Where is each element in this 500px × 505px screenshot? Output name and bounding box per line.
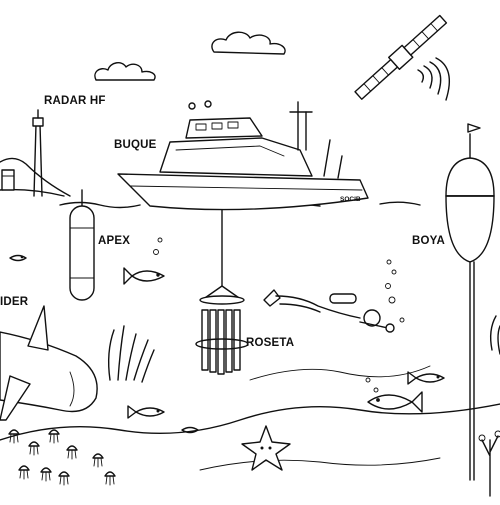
label-boat: BUQUE (114, 139, 157, 151)
label-glider: IDER (0, 296, 29, 308)
label-rosette: ROSETA (246, 337, 295, 349)
coast-with-radar (0, 109, 71, 197)
fish (407, 371, 445, 385)
boat-hull-tag: SOCIB (340, 196, 361, 203)
bubbles (153, 237, 405, 393)
satellite (354, 14, 450, 101)
rosette-sampler (195, 285, 249, 375)
fish (367, 391, 423, 413)
scuba-diver (263, 289, 395, 333)
starfish (241, 425, 291, 471)
fish-group (9, 254, 445, 434)
cloud-center (211, 31, 286, 55)
label-apex: APEX (98, 235, 131, 247)
fish (123, 267, 165, 285)
label-radar-hf: RADAR HF (44, 95, 106, 107)
seabed (0, 403, 500, 441)
research-vessel (117, 100, 369, 211)
ocean-glider (0, 305, 98, 421)
label-buoy: BOYA (412, 235, 445, 247)
seagrass (107, 315, 500, 383)
mooring-buoy (445, 123, 495, 481)
cloud-left (94, 62, 156, 81)
coral (478, 430, 500, 497)
apex-float (69, 189, 95, 301)
jellyfish-group (8, 429, 116, 486)
fish (9, 254, 27, 262)
fish (127, 405, 165, 419)
